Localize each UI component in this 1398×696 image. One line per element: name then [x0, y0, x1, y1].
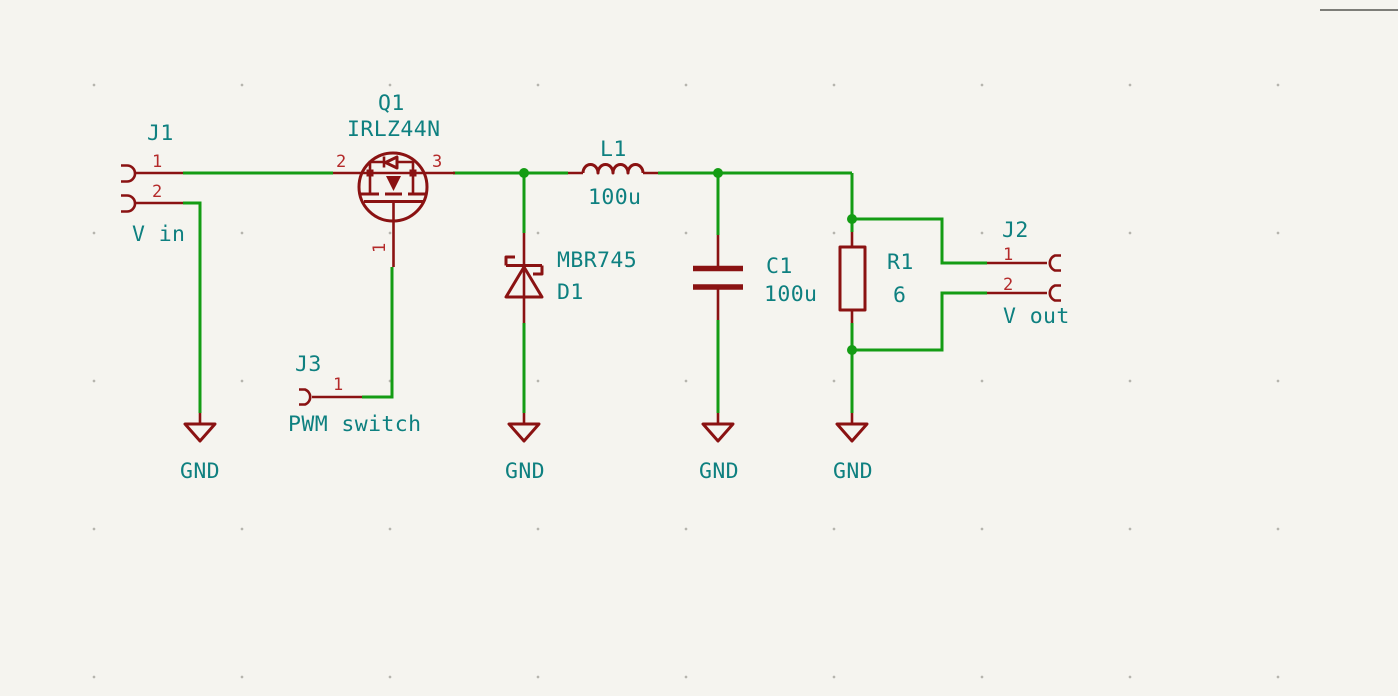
junction-dot	[519, 168, 529, 178]
wire-j1-pin2-to-gnd[interactable]	[183, 201, 202, 413]
reference-label: J3	[295, 352, 322, 377]
reference-label: L1	[600, 137, 627, 162]
gnd-label: GND	[505, 459, 545, 484]
pin-number: 3	[432, 152, 443, 172]
reference-label: Q1	[378, 91, 405, 116]
value-label: 100u	[764, 282, 817, 307]
schottky-hook-left	[504, 255, 515, 266]
bulk-arrow-icon	[386, 176, 401, 191]
resistor-r1[interactable]: R1 6	[838, 232, 914, 323]
wire-r1-bottom-to-j2-pin2[interactable]	[852, 291, 987, 352]
pin-number: 1	[1003, 245, 1014, 265]
connector-pin-arc-icon	[1048, 284, 1061, 302]
net-label: V in	[132, 222, 185, 247]
gnd-symbol[interactable]: GND	[505, 413, 545, 484]
junction-dot	[847, 345, 857, 355]
body-diode-link	[368, 160, 384, 173]
value-label: 100u	[588, 185, 641, 210]
pin-number: 1	[333, 375, 344, 395]
reference-label: C1	[766, 254, 793, 279]
junction-dot	[713, 168, 723, 178]
wire-r1-top-to-j2-pin1[interactable]	[852, 217, 987, 265]
reference-label: J2	[1002, 218, 1029, 243]
pin-number: 2	[1003, 275, 1014, 295]
body-diode-link	[397, 160, 415, 173]
value-label: IRLZ44N	[347, 117, 440, 142]
gnd-symbol[interactable]: GND	[699, 413, 739, 484]
connector-j3[interactable]: J3 1 PWM switch	[288, 352, 421, 437]
diode-d1[interactable]: MBR745 D1	[504, 233, 637, 323]
wires	[183, 168, 987, 413]
value-label: MBR745	[557, 248, 637, 273]
pin-number: 1	[152, 152, 163, 172]
gnd-triangle-icon	[507, 422, 541, 443]
connector-j2[interactable]: J2 1 2 V out	[987, 218, 1070, 329]
wire-gate-to-j3[interactable]	[362, 267, 394, 399]
reference-label: D1	[557, 280, 584, 305]
gnd-symbol[interactable]: GND	[833, 413, 873, 484]
connector-pin-arc-icon	[121, 194, 137, 213]
gnd-triangle-icon	[701, 422, 735, 443]
body-diode-triangle-icon	[384, 155, 399, 170]
resistor-body-rect	[838, 245, 867, 312]
mosfet-q1[interactable]: Q1 IRLZ44N 2 3 1	[333, 91, 455, 267]
junction-dot	[847, 214, 857, 224]
gnd-triangle-icon	[183, 422, 217, 443]
pin-number: 2	[336, 152, 347, 172]
inductor-coil-icon	[581, 163, 645, 175]
gnd-label: GND	[833, 459, 873, 484]
net-label: PWM switch	[288, 412, 421, 437]
reference-label: J1	[147, 121, 174, 146]
gnd-label: GND	[699, 459, 739, 484]
connector-pin-arc-icon	[121, 164, 137, 183]
net-label: V out	[1003, 304, 1070, 329]
schottky-hook-right	[533, 265, 544, 276]
gnd-label: GND	[180, 459, 220, 484]
connector-pin-arc-icon	[299, 388, 312, 406]
pin-number: 1	[370, 242, 390, 253]
reference-label: R1	[887, 250, 914, 275]
diode-triangle-icon	[504, 265, 544, 299]
capacitor-c1[interactable]: C1 100u	[693, 235, 817, 320]
gnd-triangle-icon	[835, 422, 869, 443]
value-label: 6	[893, 283, 906, 308]
connector-j1[interactable]: J1 1 2 V in	[121, 121, 185, 247]
inductor-l1[interactable]: L1 100u	[568, 137, 658, 210]
gnd-symbol[interactable]: GND	[180, 413, 220, 484]
connector-pin-arc-icon	[1048, 254, 1061, 272]
pin-number: 2	[152, 182, 163, 202]
